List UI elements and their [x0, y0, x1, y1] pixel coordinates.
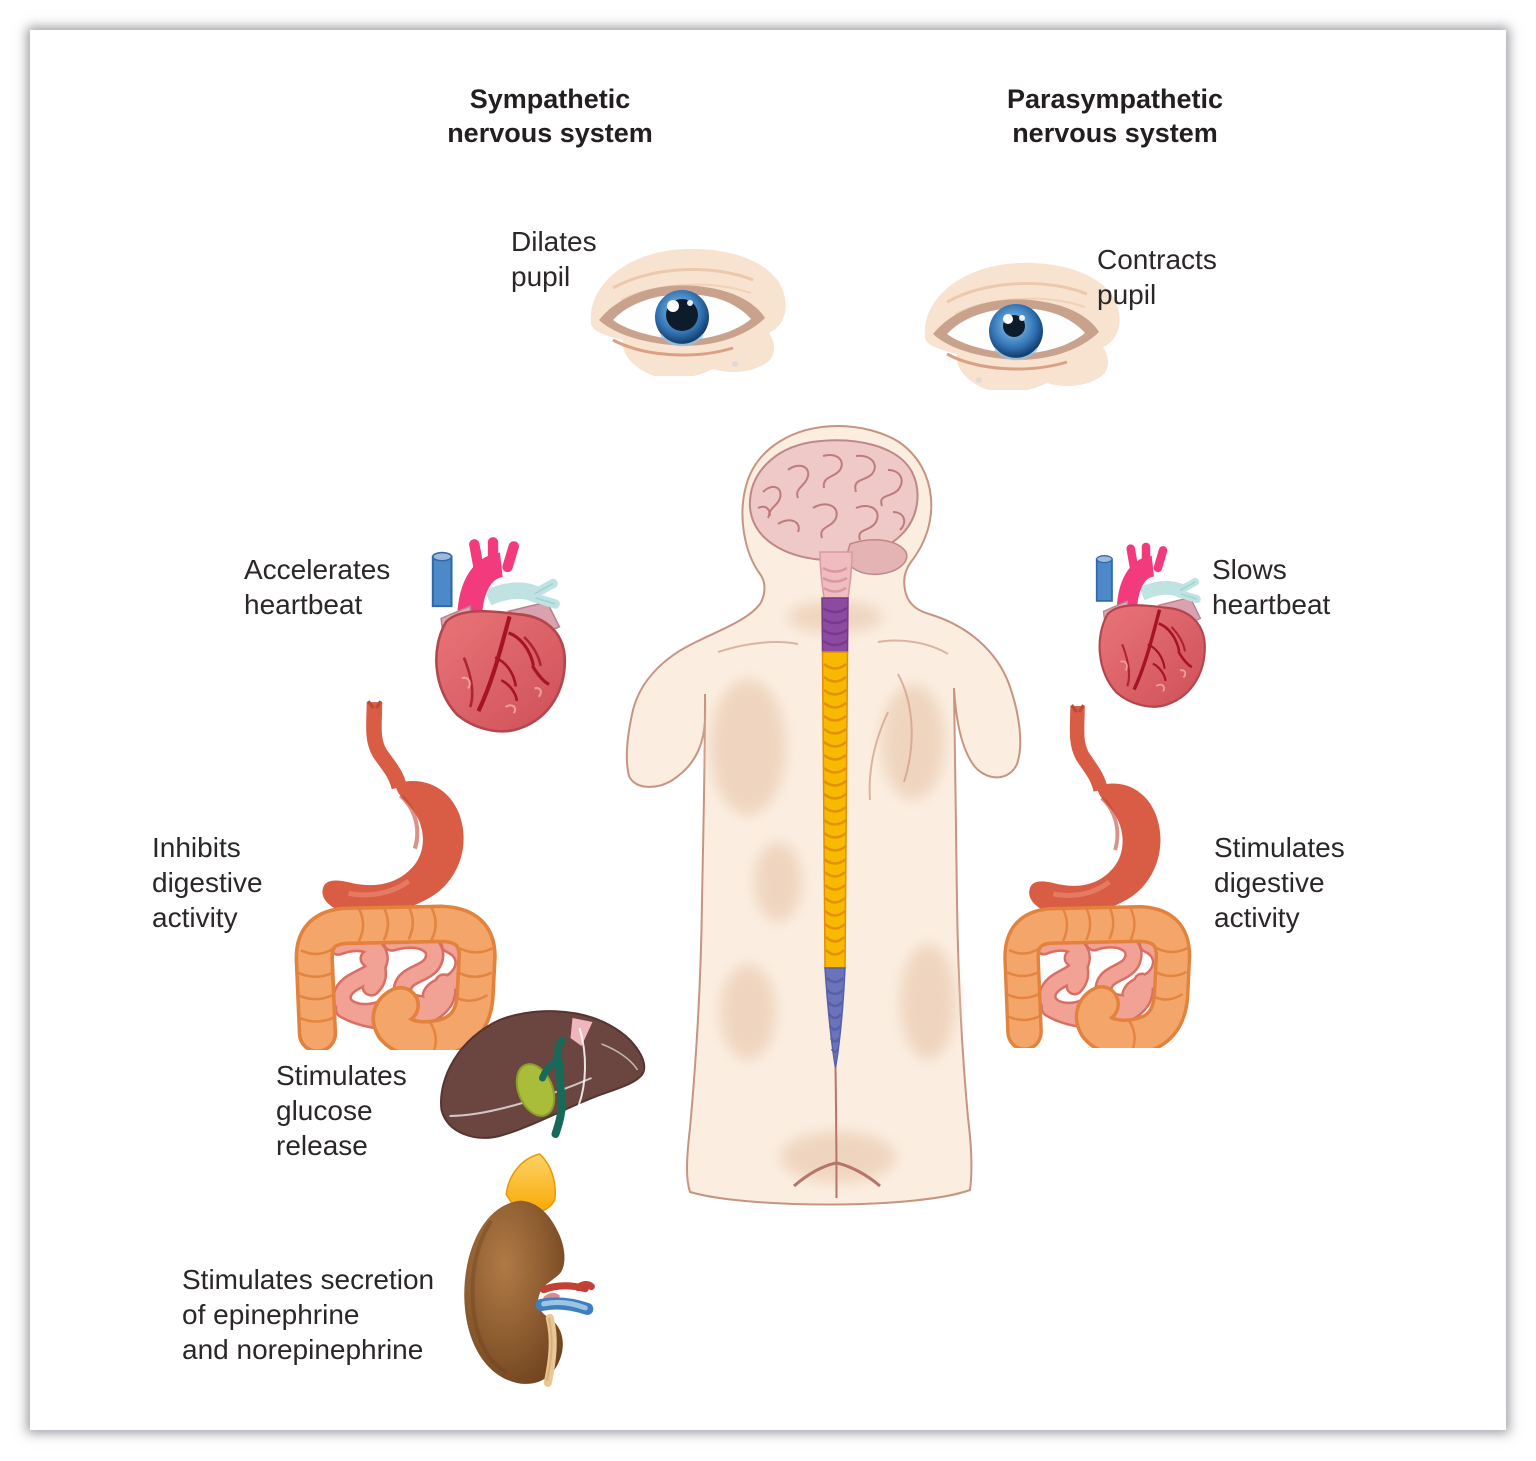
label-stimulates-secretion: Stimulates secretion of epinephrine and …	[182, 1264, 435, 1365]
body-spinal-cord-illustration	[625, 424, 1022, 1206]
title-parasympathetic: Parasympathetic nervous system	[1006, 84, 1224, 148]
digestive-illustration-sympathetic	[276, 694, 504, 1050]
label-accelerates-heartbeat: Accelerates heartbeat	[244, 554, 391, 620]
title-sympathetic: Sympathetic nervous system	[447, 84, 653, 148]
label-slows-heartbeat: Slows heartbeat	[1212, 554, 1331, 620]
label-inhibits-digestive: Inhibits digestive activity	[152, 832, 263, 933]
heart-illustration-parasympathetic	[1078, 540, 1214, 714]
eye-dilated-illustration	[582, 236, 794, 376]
label-contracts-pupil: Contracts pupil	[1097, 244, 1217, 310]
kidney-adrenal-illustration	[450, 1150, 598, 1398]
liver-illustration	[428, 998, 656, 1158]
label-stimulates-glucose: Stimulates glucose release	[276, 1060, 407, 1161]
digestive-illustration-parasympathetic	[986, 698, 1198, 1048]
label-dilates-pupil: Dilates pupil	[511, 226, 597, 292]
label-stimulates-digestive: Stimulates digestive activity	[1214, 832, 1345, 933]
